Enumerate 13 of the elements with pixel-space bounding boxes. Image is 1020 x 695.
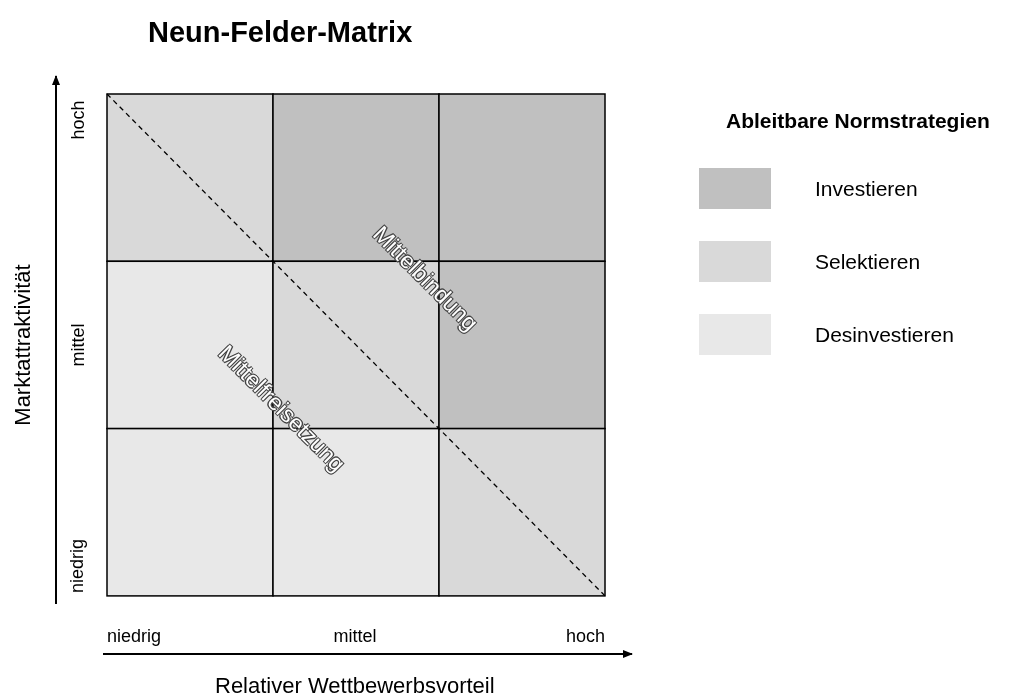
axis-title: Relativer Wettbewerbsvorteil	[215, 675, 495, 695]
legend-label: Desinvestieren	[815, 324, 954, 345]
axis-tick-label: hoch	[566, 627, 606, 645]
axis-tick-label: mittel	[68, 323, 86, 367]
axis-tick-label: niedrig	[68, 539, 86, 593]
axis-tick-label: hoch	[68, 100, 86, 140]
legend-title: Ableitbare Normstrategien	[726, 109, 990, 131]
axis-tick-label: niedrig	[107, 627, 162, 645]
legend-label: Investieren	[815, 178, 918, 199]
legend-label: Selektieren	[815, 251, 921, 272]
chart-title: Neun-Felder-Matrix	[148, 17, 413, 47]
axis-tick-label: mittel	[333, 627, 377, 645]
axis-title: Marktattraktivität	[11, 264, 34, 426]
